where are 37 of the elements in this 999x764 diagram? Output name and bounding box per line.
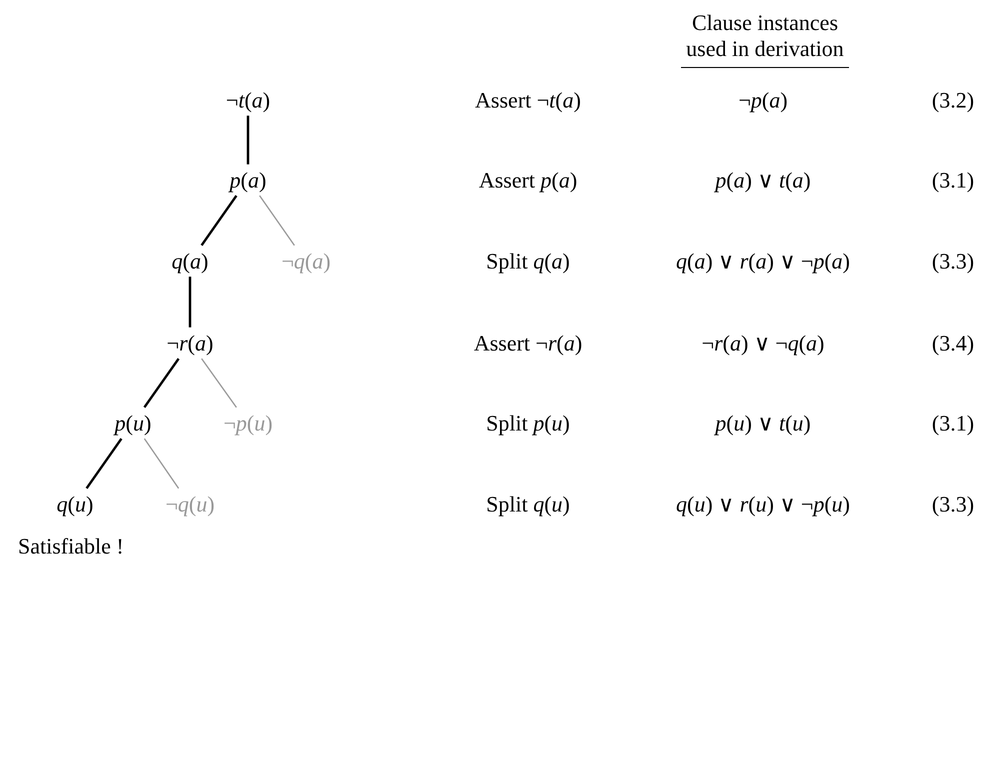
column-header: Clause instances used in derivation [681,10,849,68]
equation-number: (3.1) [930,409,976,437]
tree-node-label: ¬r(a) [164,329,216,357]
equation-number: (3.3) [930,490,976,518]
clause-instance: p(a) ∨ t(a) [713,166,812,194]
clause-instance: q(a) ∨ r(a) ∨ ¬p(a) [675,247,851,275]
tree-node-label: q(u) [54,490,96,518]
clause-instance: q(u) ∨ r(u) ∨ ¬p(u) [675,490,851,518]
clause-instance: p(u) ∨ t(u) [713,409,812,437]
equation-number: (3.3) [930,247,976,275]
tree-branch [246,116,250,164]
tree-branch [200,194,238,246]
step-action: Assert p(a) [478,166,578,194]
tree-node-label: ¬q(a) [279,247,333,275]
step-action: Split q(a) [485,247,571,275]
tree-node-label: q(a) [170,247,210,275]
tree-node-label: p(a) [228,166,268,194]
step-action: Split p(u) [485,409,571,437]
tree-branch [201,358,237,408]
step-action: Assert ¬r(a) [472,329,584,357]
tree-branch [144,438,180,489]
equation-number: (3.4) [930,329,976,357]
tree-node-label: ¬p(u) [221,409,275,437]
equation-number: (3.2) [930,86,976,114]
tree-branch [143,358,180,408]
result-text: Satisfiable ! [17,532,125,560]
clause-instance: ¬p(a) [737,86,789,114]
tree-node-label: ¬q(u) [163,490,217,518]
tree-branch [86,438,122,490]
step-action: Assert ¬t(a) [474,86,582,114]
tree-branch [259,195,295,246]
equation-number: (3.1) [930,166,976,194]
tree-node-label: p(u) [112,409,154,437]
step-action: Split q(u) [485,490,571,518]
tree-branch [188,276,192,328]
clause-instance: ¬r(a) ∨ ¬q(a) [700,329,826,357]
tree-node-label: ¬t(a) [224,86,272,114]
